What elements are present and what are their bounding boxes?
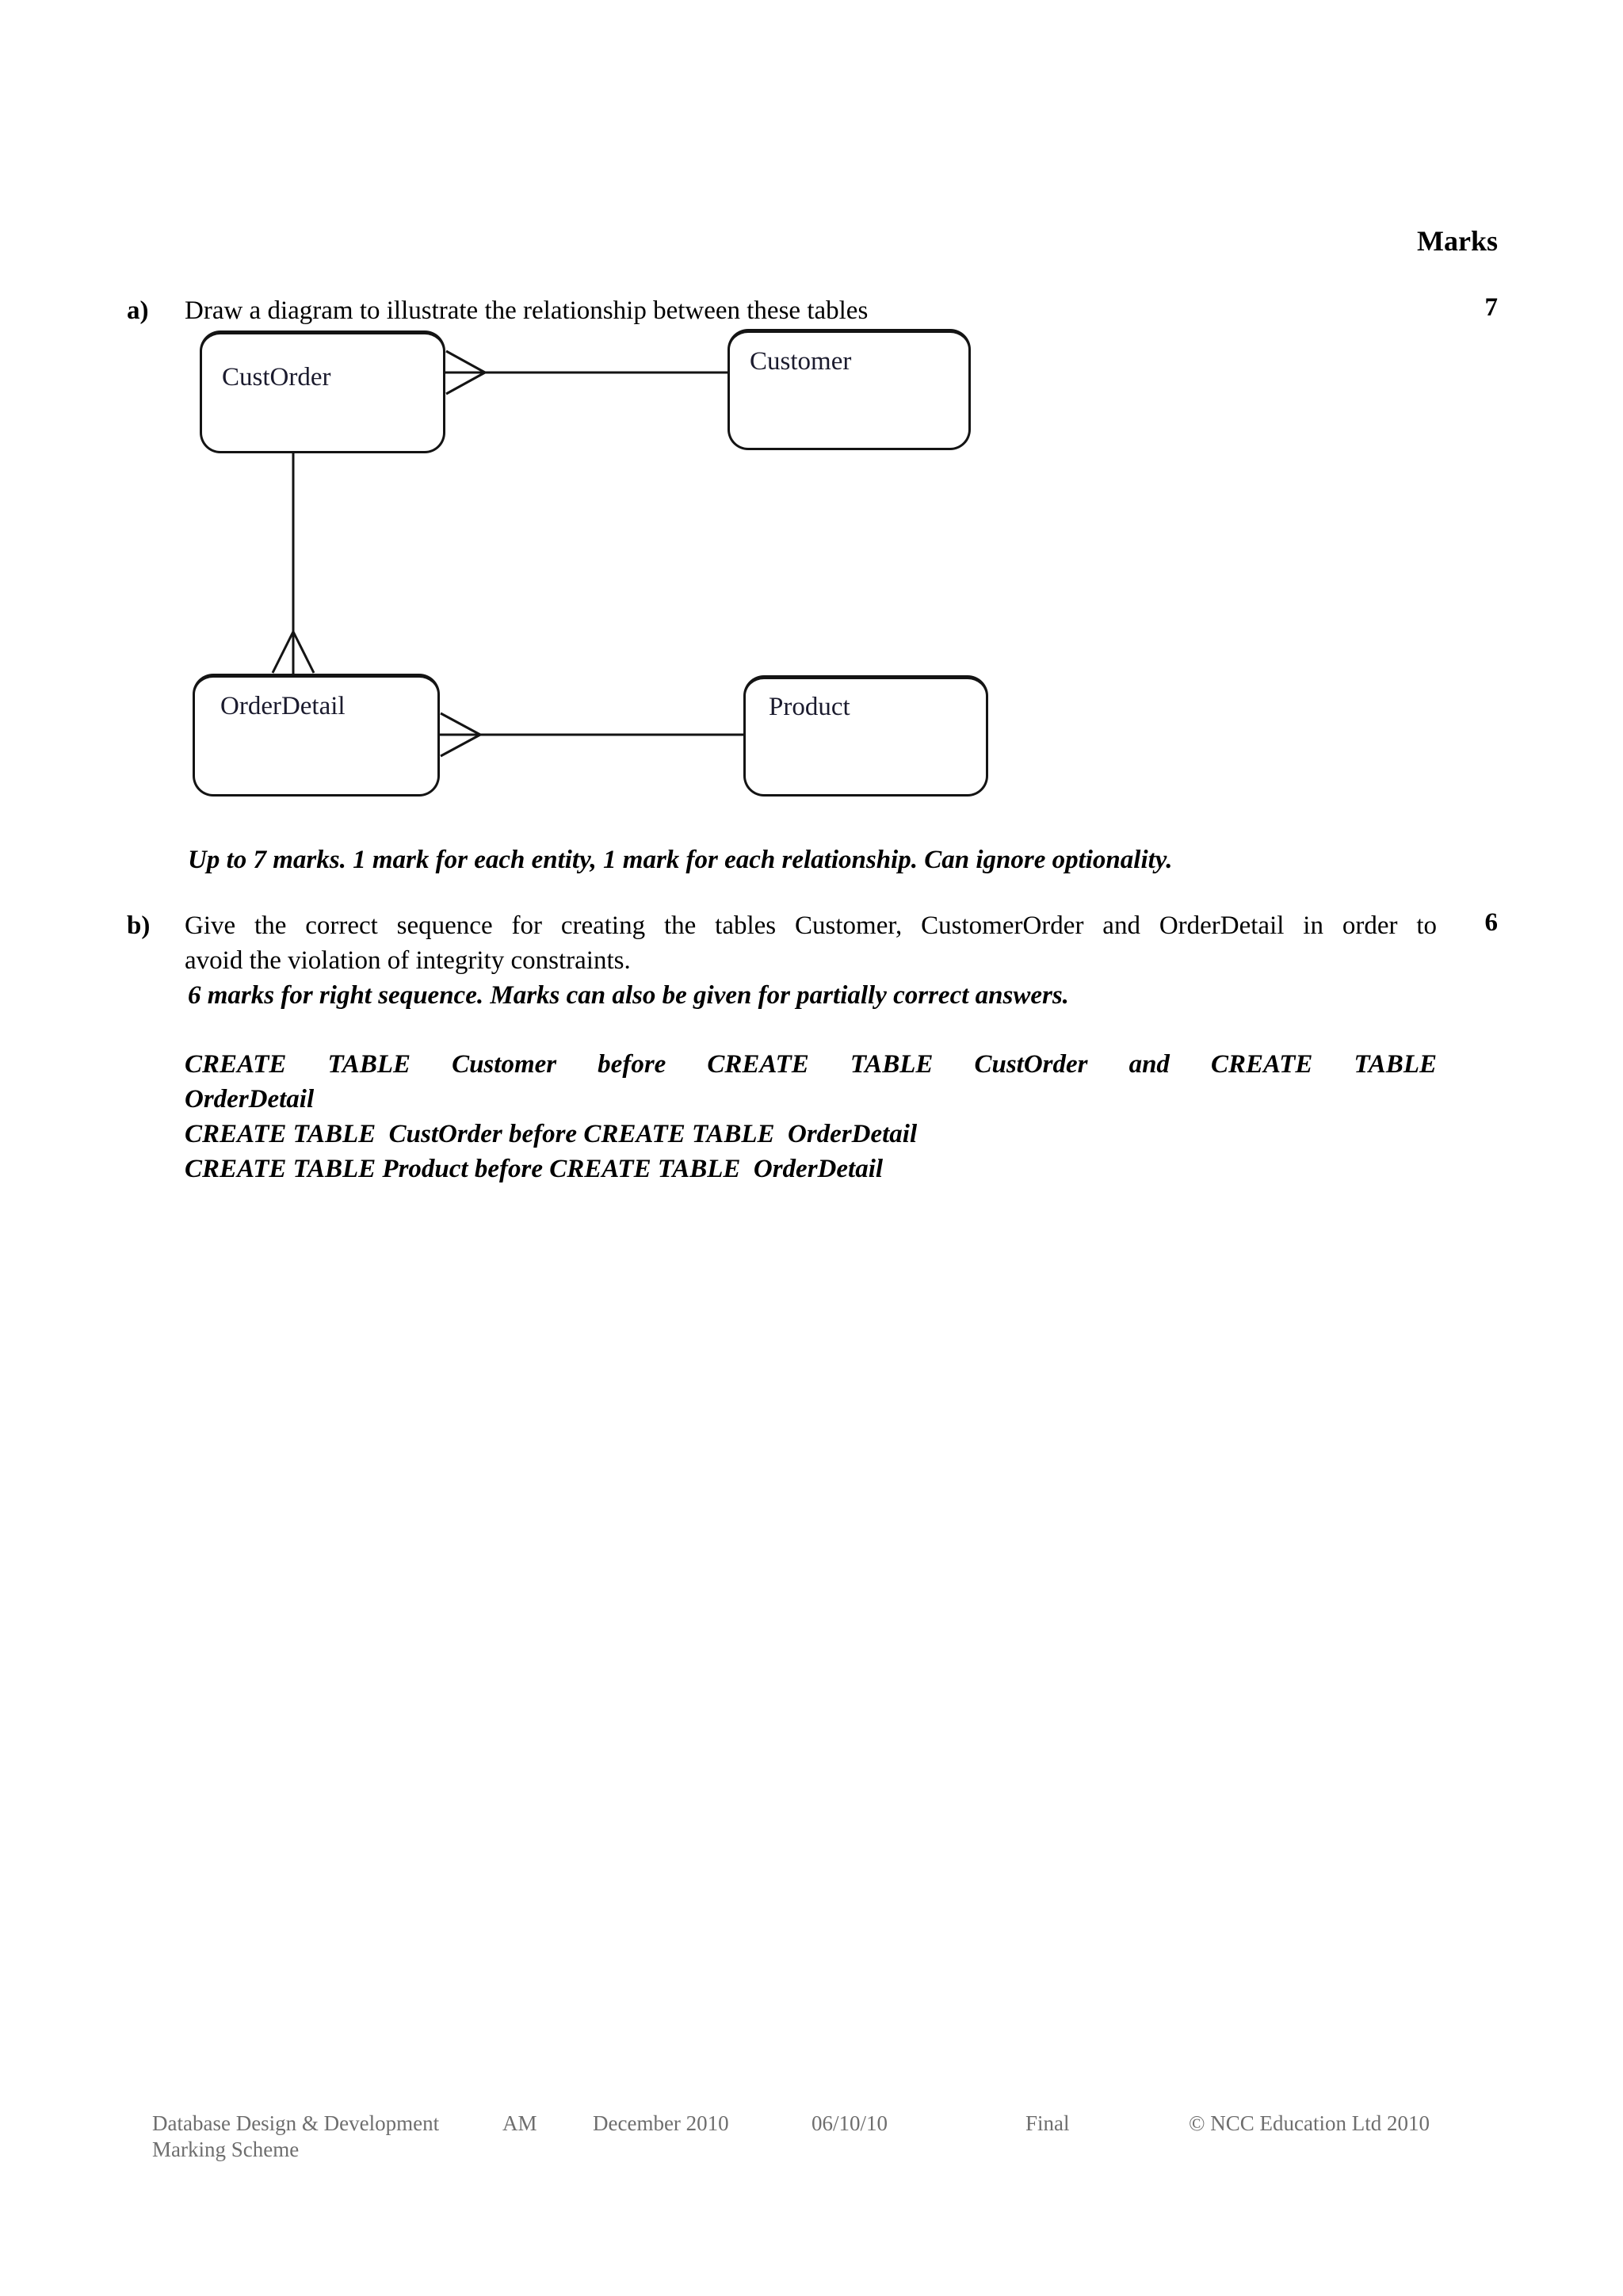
question-b-line1: Give the correct sequence for creating t… bbox=[185, 911, 1437, 940]
question-b-marking-note: 6 marks for right sequence. Marks can al… bbox=[188, 981, 1069, 1010]
custorder-crowfoot-upper bbox=[445, 350, 486, 374]
entity-label-customer: Customer bbox=[750, 347, 852, 376]
orderdetail-crowfoot-left bbox=[271, 631, 295, 674]
footer-copyright: © NCC Education Ltd 2010 bbox=[1189, 2111, 1430, 2135]
orderdetail-product-crowfoot-upper bbox=[440, 712, 481, 736]
marks-column-header: Marks bbox=[1417, 225, 1498, 257]
entity-box-orderdetail: OrderDetail bbox=[193, 674, 440, 797]
entity-box-customer: Customer bbox=[727, 329, 971, 450]
footer-session: AM bbox=[502, 2111, 537, 2135]
footer-version-date: 06/10/10 bbox=[812, 2111, 888, 2135]
question-b-text: Give the correct sequence for creating t… bbox=[185, 908, 1437, 978]
orderdetail-product-crowfoot-lower bbox=[440, 733, 481, 758]
question-a-label: a) bbox=[127, 296, 149, 325]
answer-line: OrderDetail bbox=[185, 1085, 315, 1114]
entity-box-custorder: CustOrder bbox=[200, 330, 445, 453]
question-a-marking-note: Up to 7 marks. 1 mark for each entity, 1… bbox=[188, 846, 1173, 874]
entity-box-product: Product bbox=[743, 675, 988, 797]
answer-line: CREATE TABLE CustOrder before CREATE TAB… bbox=[185, 1120, 918, 1148]
footer-status: Final bbox=[1025, 2111, 1070, 2135]
answer-line: CREATE TABLE Customer before CREATE TABL… bbox=[185, 1050, 1437, 1079]
entity-label-product: Product bbox=[769, 693, 850, 721]
footer-exam-date: December 2010 bbox=[593, 2111, 729, 2135]
question-b-line2: avoid the violation of integrity constra… bbox=[185, 946, 631, 975]
entity-label-custorder: CustOrder bbox=[222, 363, 331, 392]
question-b-label: b) bbox=[127, 911, 151, 940]
entity-label-orderdetail: OrderDetail bbox=[220, 692, 346, 720]
question-a-text: Draw a diagram to illustrate the relatio… bbox=[185, 296, 869, 325]
custorder-crowfoot-lower bbox=[445, 371, 486, 395]
orderdetail-crowfoot-right bbox=[292, 631, 315, 674]
question-a-marks: 7 bbox=[1484, 293, 1499, 322]
question-b-model-answer: CREATE TABLE Customer before CREATE TABL… bbox=[185, 1047, 1437, 1186]
footer-title-line2: Marking Scheme bbox=[152, 2137, 300, 2161]
footer-title-line1: Database Design & Development bbox=[152, 2111, 440, 2135]
footer-document-title: Database Design & Development Marking Sc… bbox=[152, 2111, 439, 2163]
question-b-marks: 6 bbox=[1484, 908, 1499, 937]
answer-line: CREATE TABLE Product before CREATE TABLE… bbox=[185, 1155, 884, 1183]
